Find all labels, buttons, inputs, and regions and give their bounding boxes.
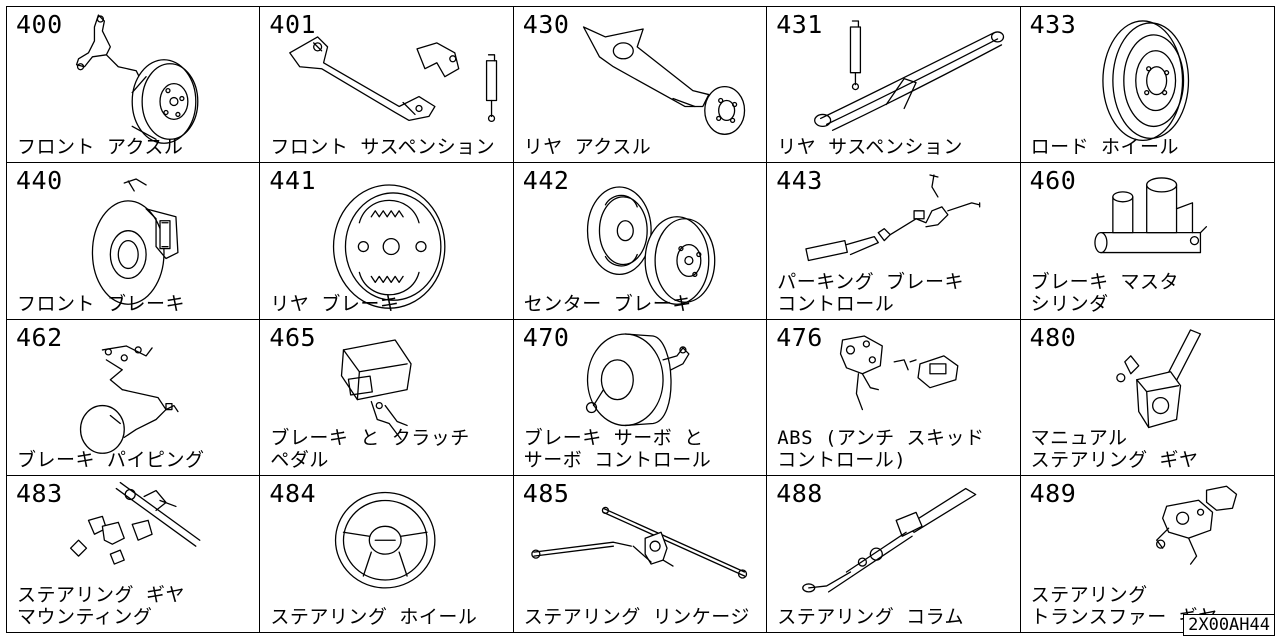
part-label: マニュアル ステアリング ギヤ bbox=[1030, 426, 1199, 471]
front-suspension-illustration bbox=[289, 36, 498, 123]
part-label: ステアリング コラム bbox=[777, 606, 965, 628]
part-code: 485 bbox=[522, 478, 570, 508]
cell-manual-steering-gear[interactable]: 480 マニュアル ステアリング ギヤ bbox=[1020, 319, 1274, 476]
part-code: 476 bbox=[776, 322, 823, 352]
rear-suspension-illustration bbox=[814, 20, 1005, 131]
part-label: ブレーキ マスタ シリンダ bbox=[1030, 270, 1180, 315]
part-label: フロント アクスル bbox=[17, 136, 184, 159]
part-label: ステアリング ギヤ マウンティング bbox=[17, 584, 185, 628]
part-label: センター ブレーキ bbox=[523, 292, 692, 315]
steering-wheel-illustration bbox=[335, 491, 436, 589]
part-label: リヤ サスペンション bbox=[777, 136, 963, 159]
part-code: 430 bbox=[522, 10, 570, 39]
steering-mount-illustration bbox=[69, 481, 201, 565]
transfer-gear-illustration bbox=[1155, 485, 1237, 565]
cell-brake-piping[interactable]: 462 ブレーキ パイピング bbox=[7, 319, 261, 476]
part-code: 441 bbox=[269, 166, 317, 196]
front-brake-illustration bbox=[91, 178, 179, 306]
cell-steering-transfer-gear[interactable]: 489 ステアリング トランスファー ギヤ bbox=[1020, 475, 1274, 632]
part-code: 400 bbox=[16, 10, 63, 39]
front-axle-illustration bbox=[75, 14, 199, 144]
cell-brake-master-cylinder[interactable]: 460 ブレーキ マスタ シリンダ bbox=[1020, 163, 1274, 320]
part-code: 443 bbox=[776, 166, 823, 196]
cell-front-brake[interactable]: 440 フロント ブレーキ bbox=[7, 163, 261, 320]
cell-brake-clutch-pedal[interactable]: 465 ブレーキ と クラッチ ペダル bbox=[260, 319, 514, 476]
pedal-illustration bbox=[341, 338, 413, 440]
brake-servo-illustration bbox=[585, 332, 690, 426]
part-code: 440 bbox=[16, 166, 63, 196]
steering-column-illustration bbox=[802, 487, 977, 593]
abs-unit-illustration bbox=[840, 334, 959, 410]
cell-front-axle[interactable]: 400 フロント アクスル bbox=[7, 7, 261, 164]
part-code: 484 bbox=[269, 478, 317, 508]
cell-abs[interactable]: 476 ABS (アンチ スキッド コントロール) bbox=[767, 319, 1021, 476]
part-code: 401 bbox=[269, 10, 317, 39]
part-code: 431 bbox=[776, 10, 823, 39]
rear-axle-illustration bbox=[582, 26, 745, 135]
part-code: 465 bbox=[269, 322, 317, 352]
brake-piping-illustration bbox=[79, 344, 179, 454]
cell-steering-column[interactable]: 488 ステアリング コラム bbox=[767, 475, 1021, 632]
master-cylinder-illustration bbox=[1093, 177, 1207, 254]
cell-rear-axle[interactable]: 430 リヤ アクスル bbox=[513, 7, 768, 164]
steering-linkage-illustration bbox=[531, 506, 747, 579]
part-code: 483 bbox=[16, 478, 63, 508]
cell-steering-wheel[interactable]: 484 ステアリング ホイール bbox=[260, 475, 514, 632]
part-code: 442 bbox=[522, 166, 570, 196]
part-label: ブレーキ サーボ と サーボ コントロール bbox=[523, 426, 712, 471]
part-label: ステアリング リンケージ bbox=[523, 606, 750, 628]
part-label: ABS (アンチ スキッド コントロール) bbox=[777, 426, 985, 471]
cell-parking-brake-control[interactable]: 443 パーキング ブレーキ コントロール bbox=[767, 163, 1021, 320]
part-code: 460 bbox=[1029, 166, 1077, 196]
part-code: 462 bbox=[16, 322, 63, 352]
cell-steering-linkage[interactable]: 485 ステアリング リンケージ bbox=[513, 475, 768, 632]
steering-gear-illustration bbox=[1115, 328, 1201, 428]
parking-brake-control-illustration bbox=[805, 174, 981, 262]
parts-catalog-grid: 400 フロント アクスル 401 フロント サスペンション bbox=[6, 6, 1275, 633]
part-label: フロント サスペンション bbox=[270, 136, 496, 159]
part-label: パーキング ブレーキ コントロール bbox=[777, 270, 965, 315]
cell-rear-brake[interactable]: 441 リヤ ブレーキ bbox=[260, 163, 514, 320]
cell-rear-suspension[interactable]: 431 リヤ サスペンション bbox=[767, 7, 1021, 164]
cell-road-wheel[interactable]: 433 ロード ホイール bbox=[1020, 7, 1274, 164]
part-label: ブレーキ と クラッチ ペダル bbox=[270, 426, 470, 471]
cell-front-suspension[interactable]: 401 フロント サスペンション bbox=[260, 7, 514, 164]
rear-brake-illustration bbox=[333, 184, 446, 310]
cell-steering-gear-mounting[interactable]: 483 ステアリング ギヤ マウンティング bbox=[7, 475, 261, 632]
cell-center-brake[interactable]: 442 センター ブレーキ bbox=[513, 163, 768, 320]
part-label: ステアリング ホイール bbox=[270, 606, 478, 628]
part-label: ロード ホイール bbox=[1030, 136, 1180, 159]
part-label: フロント ブレーキ bbox=[17, 292, 185, 315]
catalog-reference-code: 2X00AH44 bbox=[1183, 614, 1275, 636]
center-brake-illustration bbox=[586, 186, 716, 306]
part-label: リヤ アクスル bbox=[523, 136, 652, 159]
cell-brake-servo[interactable]: 470 ブレーキ サーボ と サーボ コントロール bbox=[513, 319, 768, 476]
part-code: 433 bbox=[1029, 10, 1077, 39]
part-label: リヤ ブレーキ bbox=[270, 292, 400, 315]
part-code: 489 bbox=[1029, 478, 1077, 508]
part-code: 470 bbox=[522, 322, 570, 352]
road-wheel-illustration bbox=[1101, 20, 1189, 142]
part-code: 480 bbox=[1029, 322, 1077, 352]
part-code: 488 bbox=[776, 478, 823, 508]
part-label: ブレーキ パイピング bbox=[17, 448, 205, 471]
